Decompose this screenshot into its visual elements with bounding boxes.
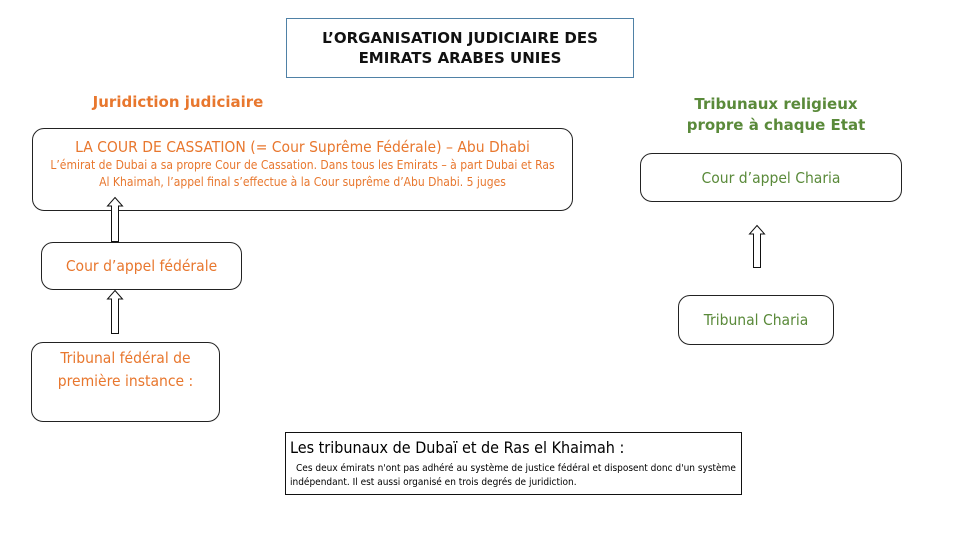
religious-courts-heading-line-1: Tribunaux religieux xyxy=(694,95,858,113)
sharia-appeal-court-label: Cour d’appel Charia xyxy=(701,168,841,187)
religious-courts-heading: Tribunaux religieux propre à chaque Etat xyxy=(650,94,902,136)
judicial-jurisdiction-heading: Juridiction judiciaire xyxy=(92,93,264,111)
arrow-up-icon xyxy=(748,224,766,268)
arrow-up-icon xyxy=(106,196,124,242)
sharia-appeal-court-node: Cour d’appel Charia xyxy=(640,153,902,202)
arrow-up-icon xyxy=(106,289,124,334)
court-of-cassation-node: LA COUR DE CASSATION (= Cour Suprême Féd… xyxy=(32,128,573,211)
federal-first-instance-line-1: Tribunal fédéral de xyxy=(60,349,191,367)
diagram-title: L’ORGANISATION JUDICIAIRE DES EMIRATS AR… xyxy=(286,18,634,78)
federal-appeal-court-label: Cour d’appel fédérale xyxy=(65,257,218,275)
federal-first-instance-line-2: première instance : xyxy=(57,372,194,390)
dubai-ras-al-khaimah-note: Les tribunaux de Dubaï et de Ras el Khai… xyxy=(285,432,742,495)
note-body: Ces deux émirats n'ont pas adhéré au sys… xyxy=(290,463,736,488)
sharia-court-node: Tribunal Charia xyxy=(678,295,834,345)
note-title: Les tribunaux de Dubaï et de Ras el Khai… xyxy=(290,438,625,457)
court-of-cassation-description: L’émirat de Dubai a sa propre Cour de Ca… xyxy=(50,158,555,189)
federal-first-instance-node: Tribunal fédéral de première instance : xyxy=(31,342,220,422)
federal-appeal-court-node: Cour d’appel fédérale xyxy=(41,242,242,290)
religious-courts-heading-line-2: propre à chaque Etat xyxy=(686,116,866,134)
diagram-title-line-2: EMIRATS ARABES UNIES xyxy=(358,49,562,67)
diagram-title-line-1: L’ORGANISATION JUDICIAIRE DES xyxy=(322,29,598,47)
court-of-cassation-title: LA COUR DE CASSATION (= Cour Suprême Féd… xyxy=(75,138,530,156)
sharia-court-label: Tribunal Charia xyxy=(703,311,809,329)
